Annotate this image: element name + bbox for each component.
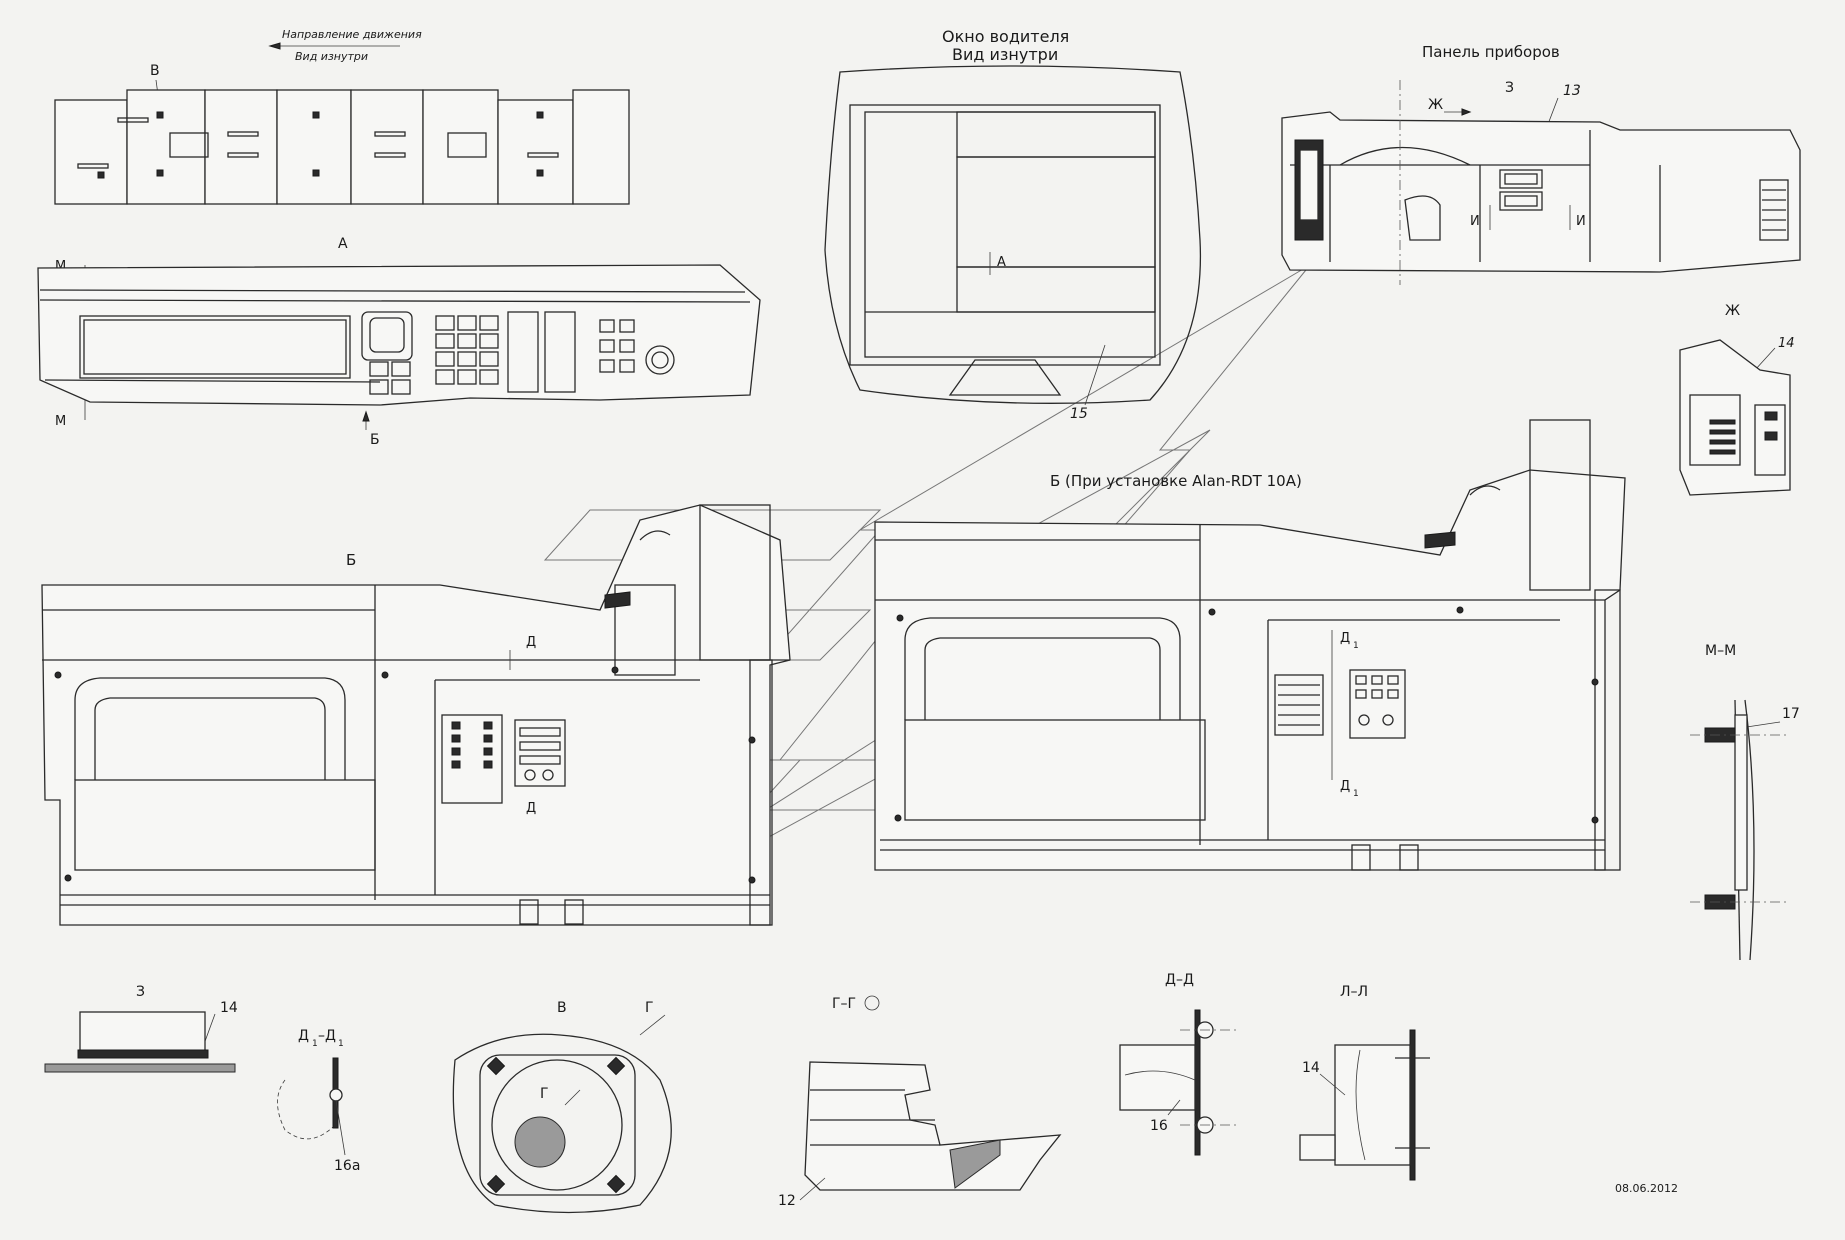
arrow-g: Г bbox=[645, 1000, 654, 1016]
section-dd-label: Д–Д bbox=[1165, 972, 1194, 988]
callout-17: 17 bbox=[1782, 706, 1800, 722]
callout-16a: 16а bbox=[334, 1158, 360, 1174]
section-gg-label: Г–Г bbox=[832, 996, 856, 1012]
section-ll-label: Л–Л bbox=[1340, 984, 1368, 1000]
section-dd: Д–Д 16 bbox=[1119, 972, 1240, 1156]
view-v-marker: В bbox=[150, 63, 160, 79]
direction-label-1: Направление движения bbox=[282, 28, 422, 41]
arrow-d1-top: Д bbox=[1340, 631, 1350, 646]
view-b-label: Б bbox=[346, 551, 356, 569]
arrow-i-left: И bbox=[1470, 214, 1480, 229]
section-m-bottom: М bbox=[55, 414, 66, 429]
view-zh: Ж 14 bbox=[1679, 303, 1795, 496]
arrow-d1-bottom: Д bbox=[1340, 779, 1350, 794]
arrow-d1-top-sub: 1 bbox=[1353, 641, 1359, 651]
arrow-i-right: И bbox=[1576, 214, 1586, 229]
view-b-alan-label: Б (При установке Alan-RDT 10A) bbox=[1050, 472, 1302, 490]
drawing-date: 08.06.2012 bbox=[1615, 1182, 1678, 1195]
callout-16: 16 bbox=[1150, 1118, 1168, 1134]
view-a-panel: А М М Б bbox=[37, 236, 761, 448]
callout-14-z: 14 bbox=[220, 1000, 238, 1016]
section-d1d1-sub2: 1 bbox=[338, 1039, 344, 1049]
section-d1d1-rest: –Д bbox=[318, 1028, 336, 1044]
callout-14-ll: 14 bbox=[1302, 1060, 1320, 1076]
arrow-d1-bottom-sub: 1 bbox=[1353, 789, 1359, 799]
driver-window-view: Окно водителя Вид изнутри А 15 bbox=[824, 27, 1202, 422]
section-d1d1-label: Д bbox=[298, 1028, 309, 1044]
arrow-d-top: Д bbox=[526, 635, 536, 650]
view-z: З 14 bbox=[44, 984, 238, 1073]
view-b-alan: Б (При установке Alan-RDT 10A) Д 1 Д 1 bbox=[874, 419, 1626, 871]
arrow-g-inner: Г bbox=[540, 1086, 549, 1102]
section-mm: М–М 17 bbox=[1690, 643, 1800, 961]
arrow-b-top: Б bbox=[370, 432, 380, 448]
view-b-left: Б Д Д bbox=[41, 504, 791, 926]
instrument-panel-title: Панель приборов bbox=[1422, 43, 1560, 61]
arrow-zh: Ж bbox=[1428, 97, 1443, 113]
driver-window-title-1: Окно водителя bbox=[942, 27, 1069, 46]
view-v: В Г Г bbox=[452, 1000, 672, 1214]
view-v-label: В bbox=[557, 1000, 567, 1016]
callout-15: 15 bbox=[1070, 406, 1088, 422]
callout-14-zh: 14 bbox=[1778, 336, 1795, 351]
section-gg: Г–Г 12 bbox=[778, 995, 1062, 1209]
arrow-z: З bbox=[1505, 80, 1514, 96]
section-mm-label: М–М bbox=[1705, 643, 1736, 659]
view-z-label: З bbox=[136, 984, 145, 1000]
section-d1d1: Д 1 –Д 1 16а bbox=[277, 1028, 360, 1174]
section-m-top: М bbox=[55, 259, 66, 274]
section-d1d1-sub1: 1 bbox=[312, 1039, 318, 1049]
section-ll: Л–Л 14 bbox=[1299, 984, 1430, 1181]
arrow-d-bottom: Д bbox=[526, 801, 536, 816]
instrument-panel-view: Панель приборов Ж З 13 И И bbox=[1281, 43, 1801, 285]
view-a-label: А bbox=[338, 236, 348, 252]
direction-label-2: Вид изнутри bbox=[295, 50, 368, 63]
arrow-a-window: А bbox=[997, 255, 1006, 270]
callout-13: 13 bbox=[1563, 83, 1581, 99]
view-zh-label: Ж bbox=[1725, 303, 1740, 319]
callout-12: 12 bbox=[778, 1193, 796, 1209]
driver-window-title-2: Вид изнутри bbox=[952, 45, 1058, 64]
view-top-strip: Направление движения Вид изнутри В bbox=[54, 28, 630, 205]
